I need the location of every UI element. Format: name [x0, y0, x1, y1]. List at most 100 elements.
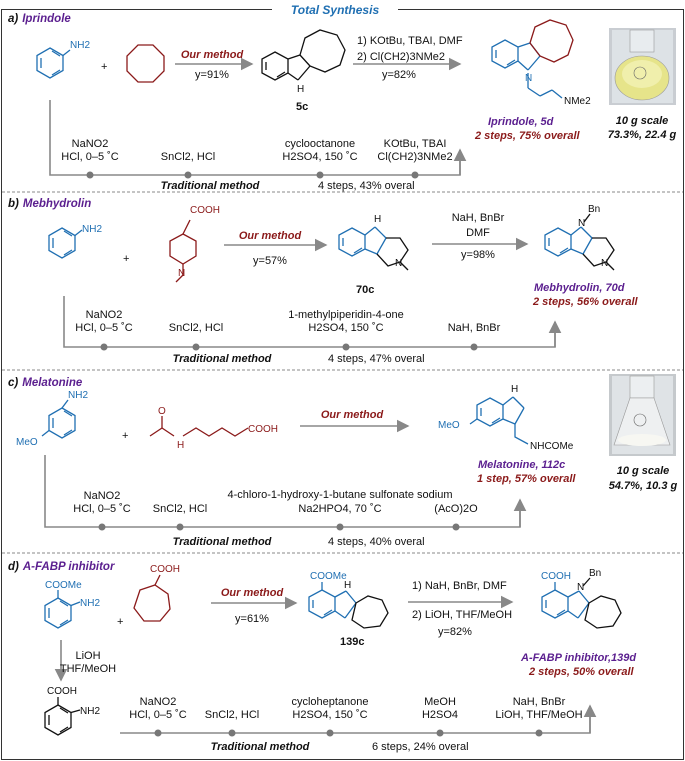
melatonine-scale-result: 54.7%, 10.3 g [609, 480, 678, 492]
hydrolysis-l1: LiOH [75, 650, 100, 662]
trad-a-step4-l2: Cl(CH2)3NMe2 [377, 151, 452, 163]
our-method-label-b: Our method [239, 230, 302, 242]
trad-b-dot-4 [470, 343, 478, 351]
trad-b-dot-3 [342, 343, 350, 351]
trad-b-dot-2 [192, 343, 200, 351]
trad-a-step1-l2: HCl, 0–5 ˚C [61, 151, 119, 163]
coome-label-139c: COOMe [310, 571, 347, 582]
nh-label-melatonine: H [511, 384, 518, 395]
trad-b-summary: 4 steps, 47% overal [328, 353, 425, 365]
trad-d-step4-l1: MeOH [424, 696, 456, 708]
cond-a-2: 2) Cl(CH2)3NMe2 [357, 51, 445, 63]
section-iprindole: a)Iprindole NH2 + Our method y=91% H 5c … [8, 13, 677, 192]
nhcome-label: NHCOMe [530, 441, 574, 452]
aniline-structure-b [48, 227, 83, 259]
cooh-label-c: COOH [248, 424, 278, 435]
trad-d-step3-l2: H2SO4, 150 ˚C [292, 709, 367, 721]
compound-139c-structure [308, 582, 389, 629]
compound-5c-structure [261, 29, 346, 81]
iprindole-product-sub: 2 steps, 75% overall [474, 130, 581, 142]
compound-139c-label: 139c [340, 636, 364, 648]
iprindole-scale-result: 73.3%, 22.4 g [608, 129, 677, 141]
trad-d-dot-4 [436, 729, 444, 737]
trad-d-step5-l2: LiOH, THF/MeOH [495, 709, 582, 721]
trad-a-step2: SnCl2, HCl [161, 151, 215, 163]
nh-label-5c: H [297, 84, 304, 95]
o-label-c: O [158, 406, 166, 417]
section-c-heading: c)Melatonine [8, 377, 83, 389]
melatonine-product-sub: 1 step, 57% overall [477, 473, 576, 485]
nh2-label-b: NH2 [82, 224, 102, 235]
compound-5c-label: 5c [296, 101, 308, 113]
mebhydrolin-product-name: Mebhydrolin, 70d [534, 282, 625, 294]
iprindole-product-name: Iprindole, 5d [488, 116, 554, 128]
cycloheptane-acid-structure [133, 574, 171, 622]
iprindole-flask-photo [609, 28, 676, 105]
trad-c-dot-4 [452, 523, 460, 531]
melatonine-product-name: Melatonine, 112c [478, 459, 565, 471]
section-b-heading: b)Mebhydrolin [8, 198, 91, 210]
plus-sign-b: + [123, 253, 129, 265]
nh-label-139c: H [344, 580, 351, 591]
iprindole-structure [491, 19, 574, 99]
anisidine-structure [41, 399, 76, 439]
trad-d-dot-3 [326, 729, 334, 737]
trad-c-dot-2 [176, 523, 184, 531]
n-label-70d: N [578, 218, 585, 229]
our-method-label-d: Our method [221, 587, 284, 599]
cond-b-3: y=98% [461, 249, 495, 261]
piperidine-acid-structure [169, 219, 197, 283]
plus-sign: + [101, 61, 107, 73]
trad-d-dot-1 [154, 729, 162, 737]
coome-label-d: COOMe [45, 580, 82, 591]
cond-d-3: y=82% [438, 626, 472, 638]
cond-d-2: 2) LiOH, THF/MeOH [412, 609, 512, 621]
trad-a-step3-l1: cyclooctanone [285, 138, 355, 150]
trad-b-step1-l2: HCl, 0–5 ˚C [75, 322, 133, 334]
trad-d-label: Traditional method [211, 741, 310, 753]
nh-label-c: H [177, 440, 184, 451]
trad-a-summary: 4 steps, 43% overal [318, 180, 415, 192]
methyl-anthranilate-structure [44, 590, 81, 629]
n-label-139d: N [577, 582, 584, 593]
trad-d-step2: SnCl2, HCl [205, 709, 259, 721]
cooh-label-139d: COOH [541, 571, 571, 582]
trad-c-step1-l2: HCl, 0–5 ˚C [73, 503, 131, 515]
meo-label-c: MeO [16, 437, 38, 448]
yield-label-b: y=57% [253, 255, 287, 267]
plus-sign-c: + [122, 430, 128, 442]
cond-b-2: DMF [466, 227, 490, 239]
trad-c-step2: SnCl2, HCl [153, 503, 207, 515]
bn-label-70d: Bn [588, 204, 600, 215]
mebhydrolin-product-sub: 2 steps, 56% overall [532, 296, 639, 308]
melatonine-structure [469, 396, 529, 445]
trad-a-step3-l2: H2SO4, 150 ˚C [282, 151, 357, 163]
cooh-label-d: COOH [150, 564, 180, 575]
yield-label: y=91% [195, 69, 229, 81]
trad-d-step5-l1: NaH, BnBr [513, 696, 566, 708]
cond-a-1: 1) KOtBu, TBAI, DMF [357, 35, 463, 47]
trad-d-dot-2 [228, 729, 236, 737]
trad-d-step1-l2: HCl, 0–5 ˚C [129, 709, 187, 721]
afabp-product-name: A-FABP inhibitor,139d [520, 652, 636, 664]
plus-sign-d: + [117, 616, 123, 628]
hydrolysis-l2: THF/MeOH [60, 663, 116, 675]
trad-a-dot-4 [411, 171, 419, 179]
trad-c-step4: (AcO)2O [434, 503, 478, 515]
trad-d-step1-l1: NaNO2 [140, 696, 177, 708]
cond-d-1: 1) NaH, BnBr, DMF [412, 580, 507, 592]
cond-a-3: y=82% [382, 69, 416, 81]
trad-c-step3-l1: 4-chloro-1-hydroxy-1-butane sulfonate so… [227, 489, 452, 501]
nh2-label-c: NH2 [68, 390, 88, 401]
trad-b-step1-l1: NaNO2 [86, 309, 123, 321]
trad-c-label: Traditional method [173, 536, 272, 548]
nh2-label: NH2 [70, 40, 90, 51]
afabp-inhibitor-structure [541, 577, 622, 629]
nme2-label: NMe2 [564, 96, 591, 107]
yield-label-d: y=61% [235, 613, 269, 625]
trad-d-summary: 6 steps, 24% overal [372, 741, 469, 753]
meo-label-melatonine: MeO [438, 420, 460, 431]
bn-label-139d: Bn [589, 568, 601, 579]
melatonine-flask-photo [609, 374, 676, 456]
